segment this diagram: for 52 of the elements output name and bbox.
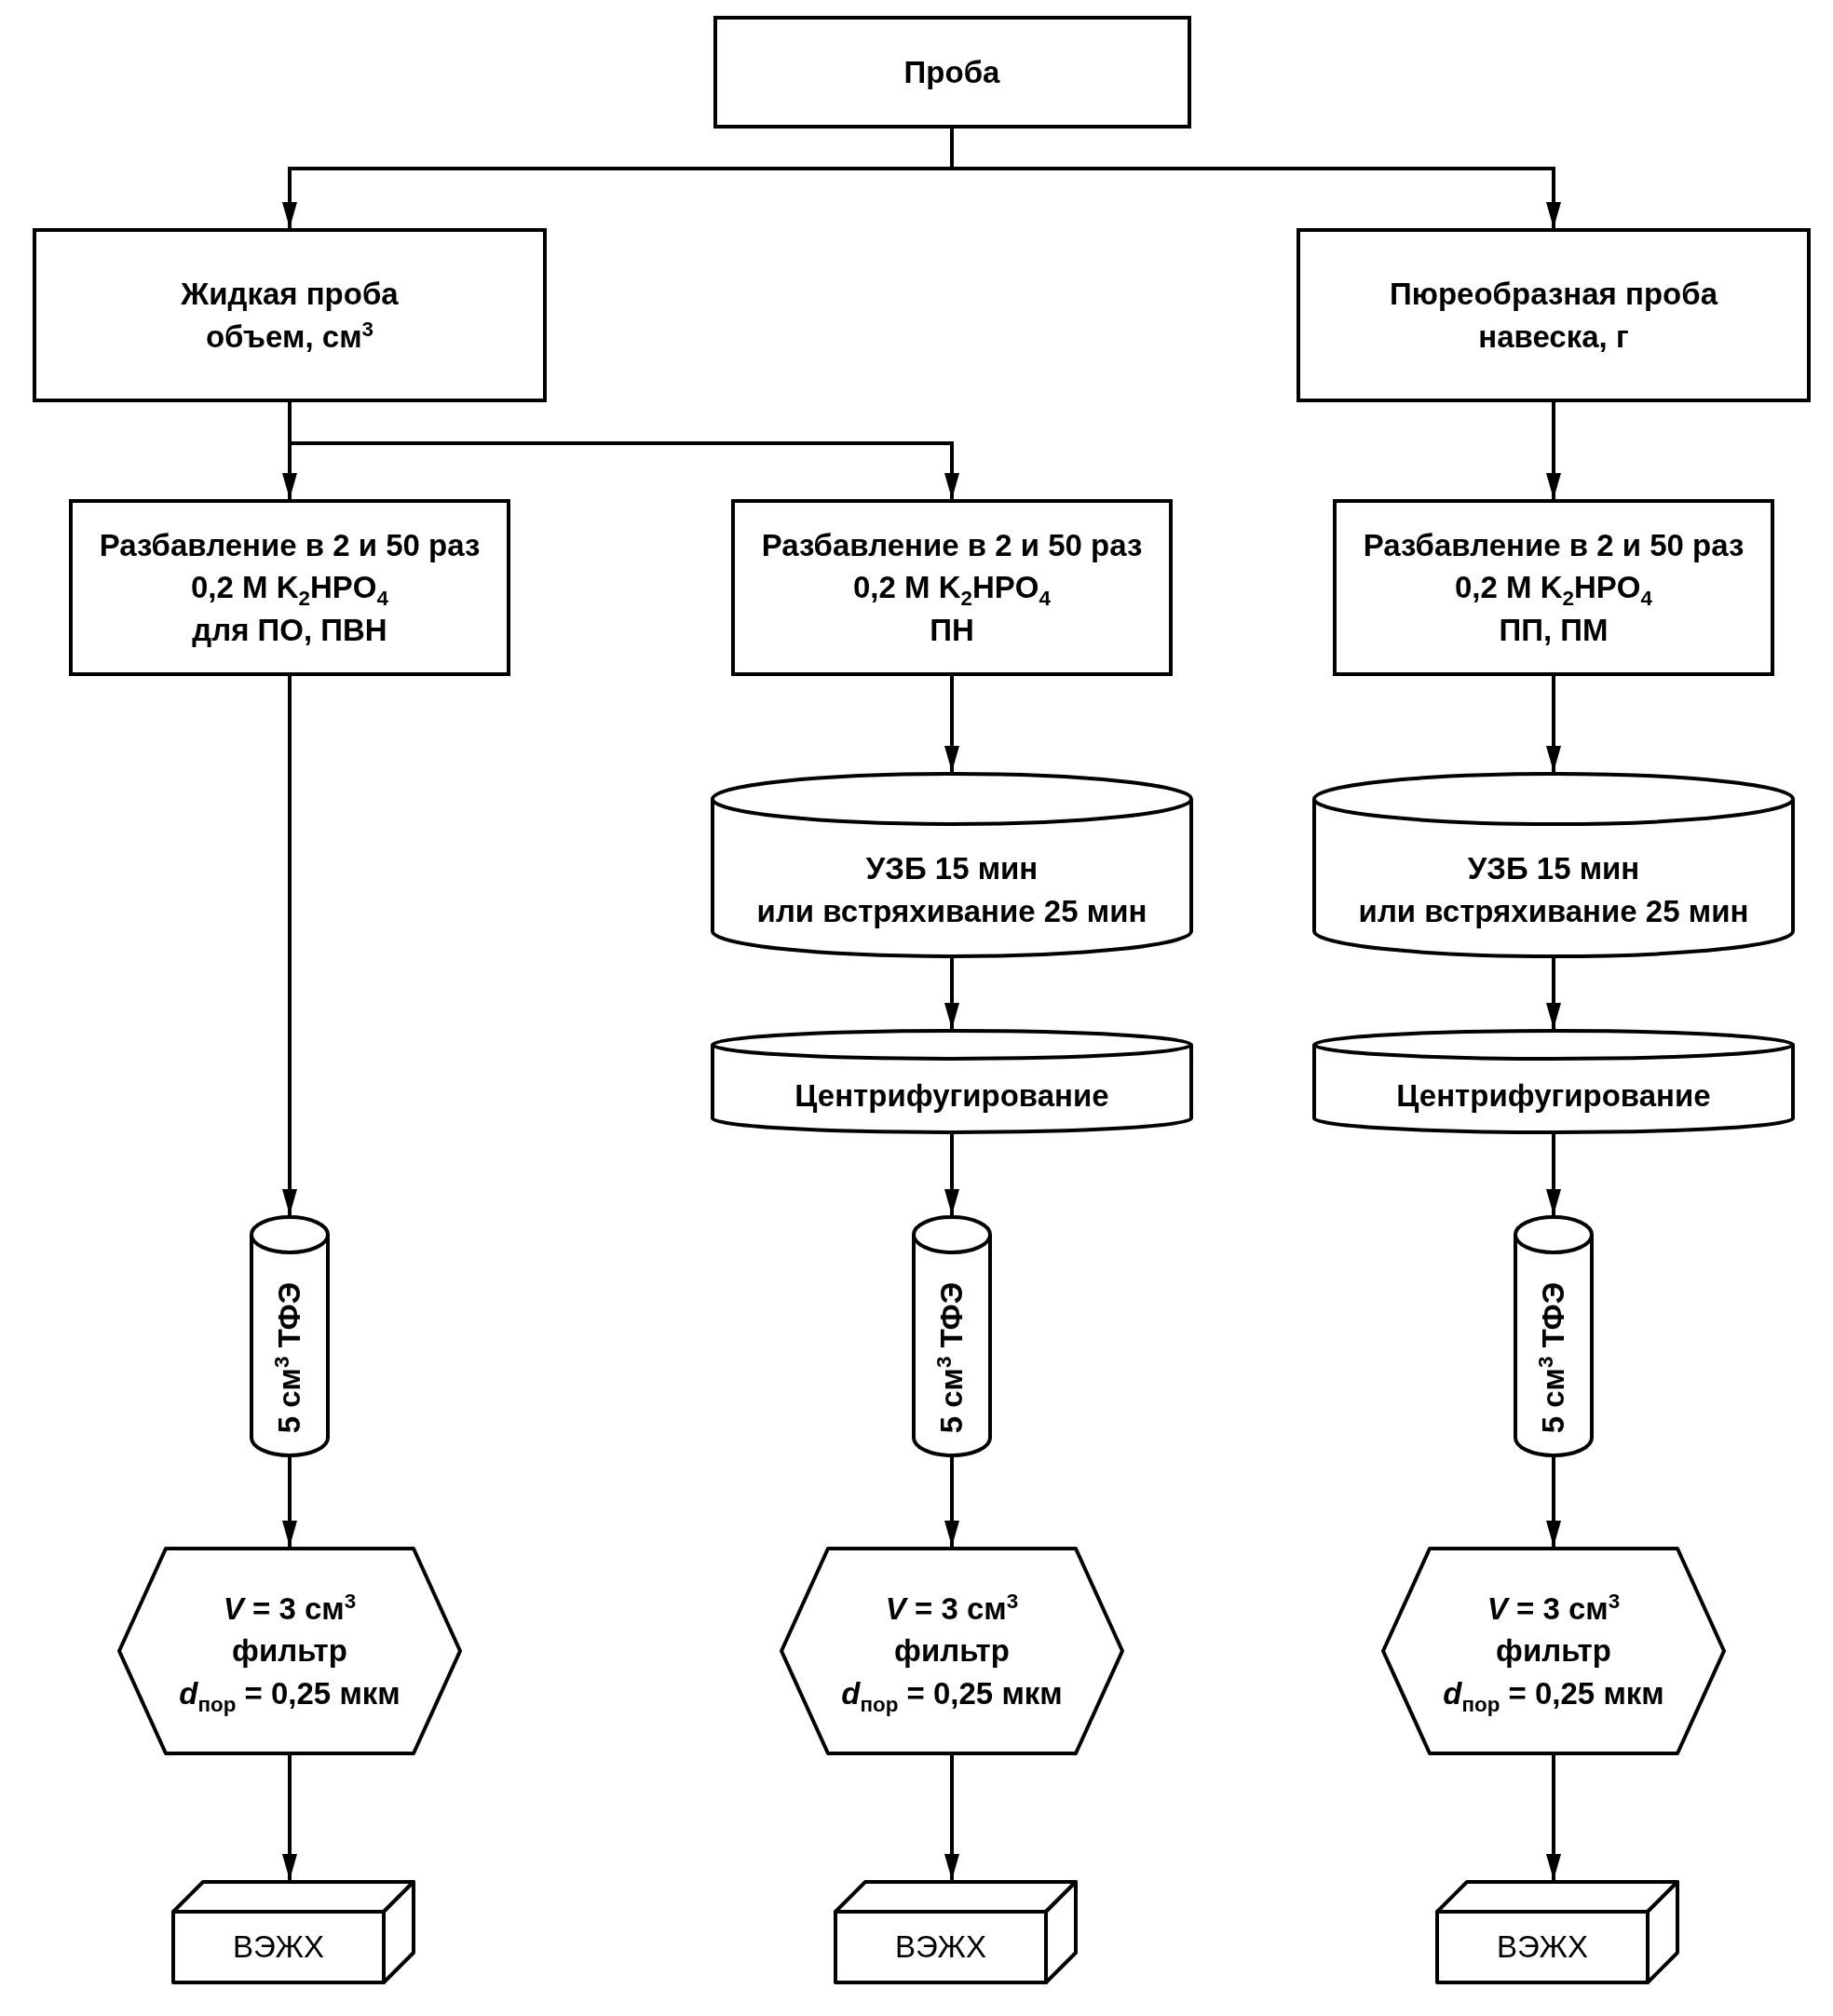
process-box (33, 228, 547, 402)
node-text: Центрифугирование (794, 1076, 1109, 1115)
process-box (1333, 499, 1774, 676)
arrow (1546, 1134, 1561, 1215)
arrow (1546, 1755, 1561, 1880)
process-box (731, 499, 1173, 676)
node-text: ВЭЖХ (1497, 1928, 1588, 1967)
node-text: объем, см$^{3}$ (205, 316, 374, 356)
node-text: ПП, ПМ (1499, 611, 1609, 649)
node-text: V = 3 см$^{3}$ (223, 1588, 357, 1628)
node-text: для ПО, ПВН (192, 611, 387, 649)
node-text: УЗБ 15 мин (1467, 850, 1640, 888)
arrow (1546, 1457, 1561, 1547)
arrow (1546, 402, 1561, 499)
process-box (1297, 228, 1811, 402)
arrow (282, 1755, 297, 1880)
arrow (944, 1134, 959, 1215)
arrow (282, 1457, 297, 1547)
process-box (713, 16, 1191, 129)
node-text: d$_{пор}$ = 0,25 мкм (841, 1674, 1063, 1715)
node-text: Центрифугирование (1396, 1076, 1711, 1115)
arrow (944, 958, 959, 1029)
node-text: или встряхивание 25 мин (756, 893, 1147, 930)
node-text: фильтр (232, 1632, 347, 1671)
node-text: 0,2 М K$_{2}$HPO$_{4}$ (853, 569, 1051, 609)
node-text: ВЭЖХ (233, 1928, 324, 1967)
node-text: УЗБ 15 мин (865, 850, 1039, 888)
node-text: ПН (930, 611, 974, 649)
node-text: навеска, г (1478, 318, 1629, 356)
node-text: 0,2 М K$_{2}$HPO$_{4}$ (191, 569, 388, 609)
arrow (944, 1457, 959, 1547)
node-text: фильтр (894, 1632, 1010, 1671)
node-text: V = 3 см$^{3}$ (1487, 1588, 1621, 1628)
node-text: или встряхивание 25 мин (1358, 893, 1749, 930)
node-text: V = 3 см$^{3}$ (885, 1588, 1019, 1628)
node-text: d$_{пор}$ = 0,25 мкм (1443, 1674, 1664, 1715)
process-box (69, 499, 510, 676)
node-text: Разбавление в 2 и 50 раз (1363, 526, 1745, 564)
node-text: Разбавление в 2 и 50 раз (761, 526, 1143, 564)
node-text: Разбавление в 2 и 50 раз (99, 526, 481, 564)
node-text: Пюреобразная проба (1390, 275, 1718, 313)
node-text: ВЭЖХ (895, 1928, 986, 1967)
arrow (1546, 676, 1561, 772)
arrow (944, 676, 959, 772)
node-text: d$_{пор}$ = 0,25 мкм (179, 1674, 401, 1715)
arrow (1546, 958, 1561, 1029)
arrow (944, 1755, 959, 1880)
node-text: Жидкая проба (181, 275, 399, 313)
node-text: фильтр (1496, 1632, 1611, 1671)
node-text: Проба (903, 53, 1000, 91)
node-text: 0,2 М K$_{2}$HPO$_{4}$ (1455, 569, 1652, 609)
arrow (282, 676, 297, 1215)
